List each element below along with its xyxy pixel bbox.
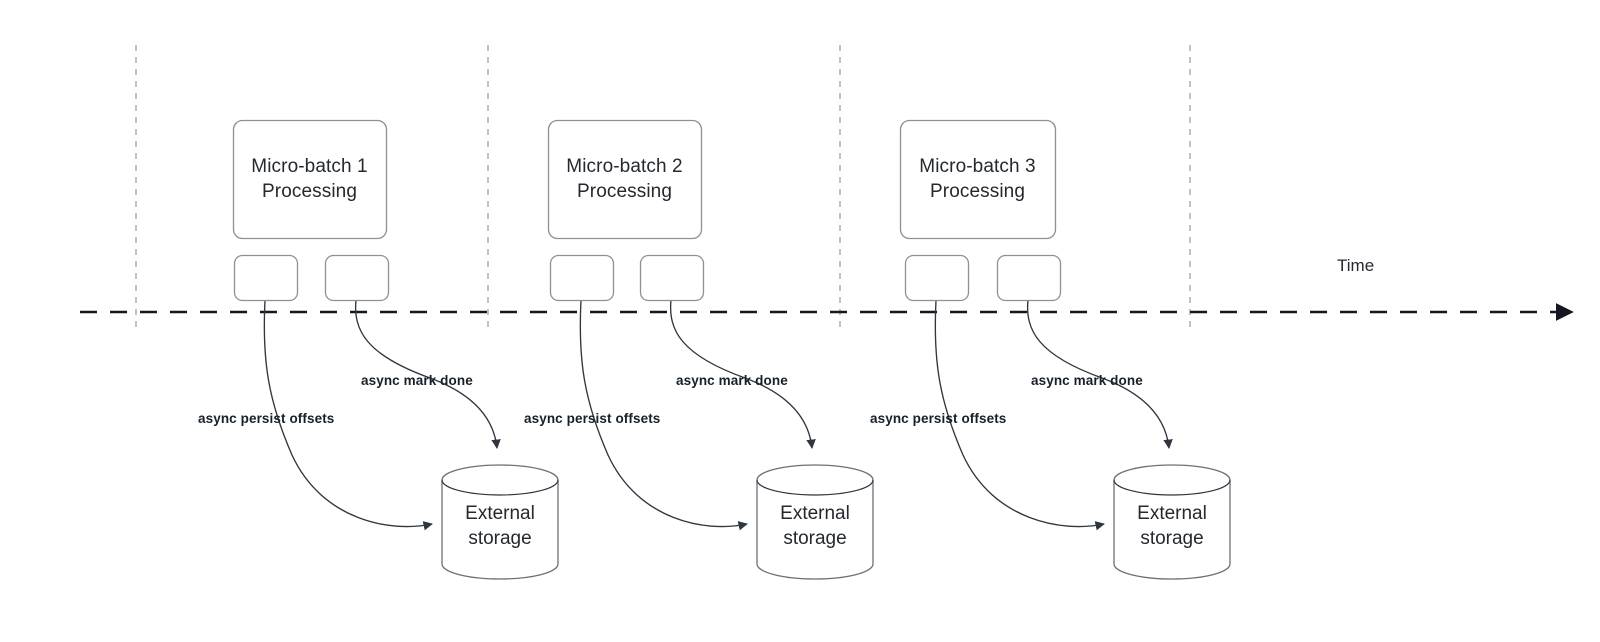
flow-edges <box>263 299 1173 531</box>
async-persist-offsets-edge-1 <box>263 299 433 531</box>
async-mark-done-label-1: async mark done <box>361 373 473 388</box>
async-persist-offsets-label-3: async persist offsets <box>870 411 1007 426</box>
external-storage-cylinder-1[interactable] <box>441 464 559 580</box>
mark-done-task-1[interactable] <box>324 254 390 302</box>
async-mark-done-edge-2 <box>669 299 816 449</box>
persist-offsets-task-3[interactable] <box>904 254 970 302</box>
external-storage-cylinder-top-3 <box>1113 479 1231 496</box>
micro-batch-box-3[interactable] <box>899 119 1057 240</box>
async-persist-offsets-edge-3 <box>934 299 1105 531</box>
external-storage-cylinder-top-2 <box>756 479 874 496</box>
external-storage-cylinder-top-1 <box>441 479 559 496</box>
async-persist-offsets-label-2: async persist offsets <box>524 411 661 426</box>
time-axis-label: Time <box>1337 256 1375 275</box>
async-mark-done-label-2: async mark done <box>676 373 788 388</box>
external-storage-cylinder-3[interactable] <box>1113 464 1231 580</box>
diagram-nodes <box>232 119 1231 580</box>
mark-done-task-2[interactable] <box>639 254 705 302</box>
async-mark-done-edge-3 <box>1026 299 1173 449</box>
micro-batch-box-1[interactable] <box>232 119 388 240</box>
external-storage-cylinder-2[interactable] <box>756 464 874 580</box>
persist-offsets-task-1[interactable] <box>233 254 299 302</box>
async-persist-offsets-label-1: async persist offsets <box>198 411 335 426</box>
async-mark-done-label-3: async mark done <box>1031 373 1143 388</box>
async-persist-offsets-edge-2 <box>579 299 748 531</box>
persist-offsets-task-2[interactable] <box>549 254 615 302</box>
mark-done-task-3[interactable] <box>996 254 1062 302</box>
micro-batch-box-2[interactable] <box>547 119 703 240</box>
async-mark-done-edge-1 <box>354 299 501 449</box>
